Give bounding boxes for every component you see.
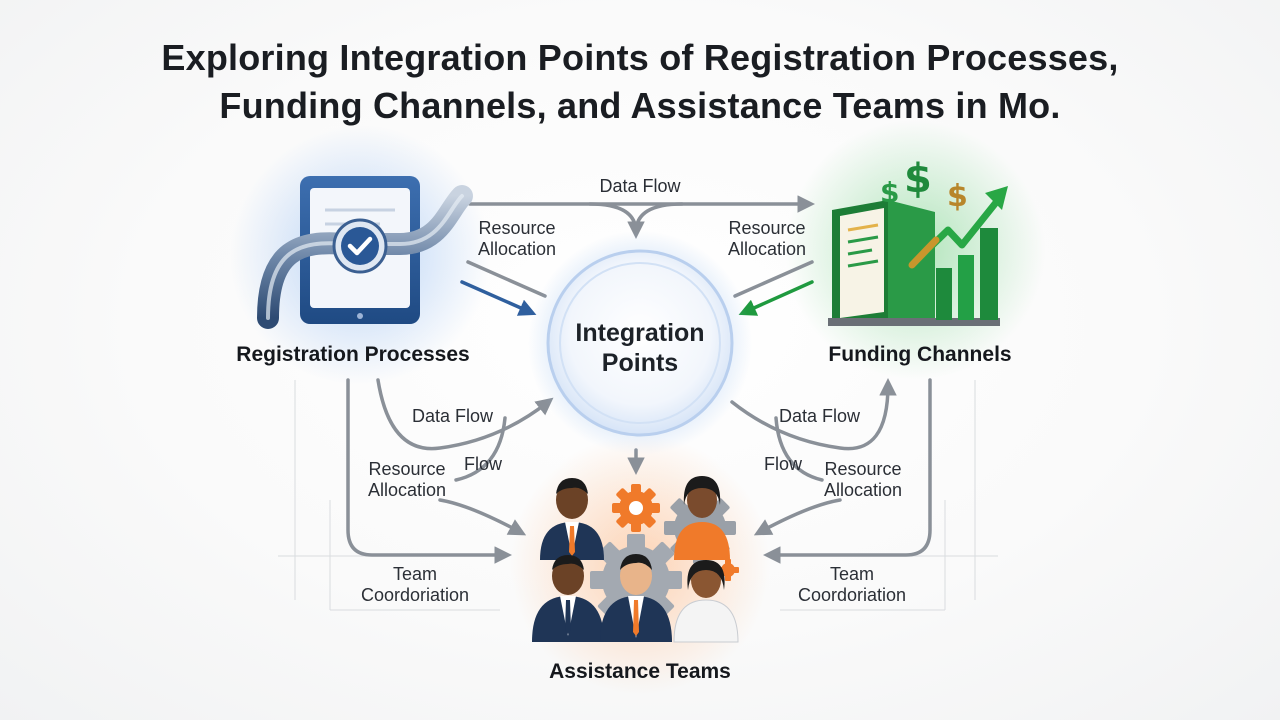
arrow-flow-left	[454, 416, 507, 482]
arrow-resource-left-top	[466, 260, 547, 298]
integration-points-node	[528, 231, 752, 455]
svg-text:$: $	[904, 156, 932, 202]
svg-text:$: $	[947, 179, 968, 214]
label-line: Resource	[368, 459, 446, 479]
arrow-green-in	[738, 280, 814, 316]
person-icon	[673, 560, 739, 643]
funding-channels-label: Funding Channels	[828, 343, 1012, 366]
page-title: Exploring Integration Points of Registra…	[0, 34, 1280, 130]
arrow-team-right	[763, 378, 932, 564]
arrow-data-flow-left	[376, 378, 554, 451]
label-line: Allocation	[727, 239, 807, 259]
label-flow-left: Flow	[463, 454, 502, 474]
arrows	[346, 195, 932, 564]
label-data-flow-top: Data Flow	[599, 176, 681, 196]
label-line: Coordoriation	[360, 585, 470, 605]
label-line: Allocation	[477, 239, 557, 259]
ledger-growth-chart-icon: $ $ $	[828, 156, 1008, 326]
title-line-2: Funding Channels, and Assistance Teams i…	[219, 85, 1061, 126]
label-flow-right: Flow	[763, 454, 802, 474]
svg-text:$: $	[880, 176, 899, 209]
label-data-flow-right: Data Flow	[778, 406, 861, 426]
person-icon	[600, 554, 672, 642]
label-resource-allocation-right-top: Resource Allocation	[712, 218, 822, 260]
arrow-resource-right-top	[733, 260, 814, 298]
arrow-flow-right	[774, 416, 824, 482]
arrow-resource-left-bottom	[438, 498, 527, 536]
arrow-team-left	[346, 378, 512, 564]
team-gears-icon	[532, 476, 739, 643]
registration-processes-label: Registration Processes	[236, 343, 470, 366]
label-line: Resource	[824, 459, 902, 479]
label-resource-allocation-left-top: Resource Allocation	[462, 218, 572, 260]
label-resource-allocation-right-bottom: Resource Allocation	[808, 459, 918, 501]
label-team-coordination-right: Team Coordoriation	[782, 564, 922, 606]
label-line: Allocation	[367, 480, 447, 500]
integration-points-label: Integration Points	[540, 318, 740, 378]
person-icon	[540, 478, 604, 560]
arrow-resource-right-bottom	[753, 498, 842, 536]
label-team-coordination-left: Team Coordoriation	[345, 564, 485, 606]
tablet-checkmark-icon	[257, 176, 473, 329]
gear-icon	[612, 484, 660, 532]
arrow-blue-in	[460, 280, 537, 316]
label-line: Resource	[478, 218, 556, 238]
label-line: Team	[392, 564, 437, 584]
label-line: Allocation	[823, 480, 903, 500]
label-line: Resource	[728, 218, 806, 238]
person-icon	[674, 476, 730, 560]
person-icon	[532, 555, 604, 642]
center-line-2: Points	[601, 349, 679, 377]
arrow-data-flow-right	[730, 378, 897, 451]
label-data-flow-left: Data Flow	[411, 406, 494, 426]
assistance-teams-label: Assistance Teams	[549, 660, 731, 683]
label-line: Team	[829, 564, 874, 584]
arrow-data-flow-down	[588, 202, 645, 239]
center-line-1: Integration	[575, 319, 705, 347]
label-resource-allocation-left-bottom: Resource Allocation	[352, 459, 462, 501]
title-line-1: Exploring Integration Points of Registra…	[161, 37, 1119, 78]
arrow-data-flow-down-r	[634, 202, 684, 234]
label-line: Coordoriation	[797, 585, 907, 605]
